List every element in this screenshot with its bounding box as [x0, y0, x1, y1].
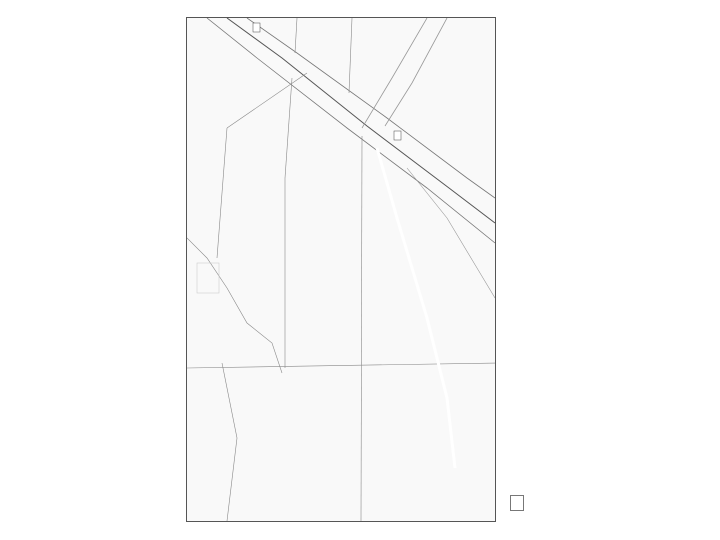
- map-frame[interactable]: [186, 17, 496, 522]
- parcels-swatch: [510, 495, 524, 511]
- map-canvas[interactable]: [187, 18, 495, 521]
